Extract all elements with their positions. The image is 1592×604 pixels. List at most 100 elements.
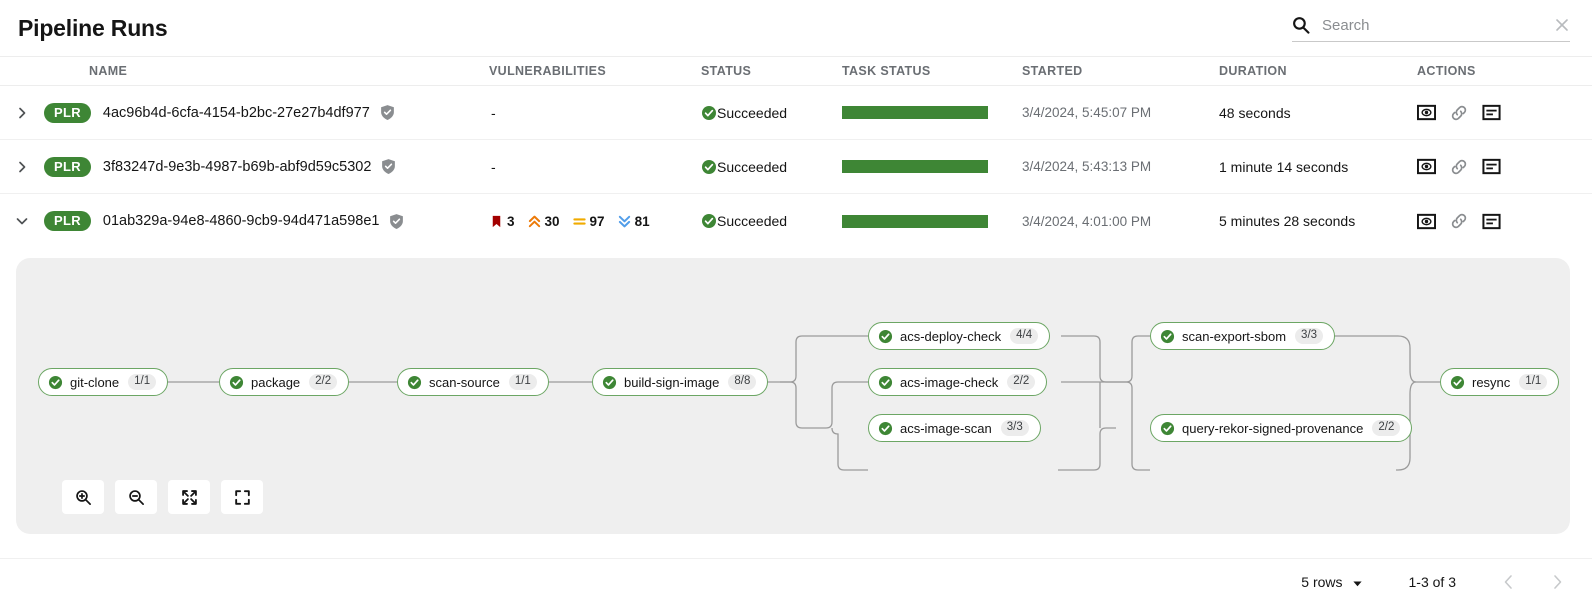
graph-node-query-rekor-signed-provenance[interactable]: query-rekor-signed-provenance 2/2 [1150,414,1413,442]
run-name-cell[interactable]: PLR 4ac96b4d-6cfa-4154-b2bc-27e27b4df977 [44,102,489,123]
graph-node-label: scan-source [429,374,500,390]
fullscreen-button[interactable] [221,480,263,514]
graph-node-acs-image-scan[interactable]: acs-image-scan 3/3 [868,414,1041,442]
vulnerabilities-cell: - [489,105,701,121]
check-circle-icon [878,375,893,390]
shield-check-icon [379,104,396,121]
search-bar[interactable] [1292,10,1570,42]
graph-node-label: resync [1472,374,1511,390]
task-status-bar [842,106,988,119]
view-output-icon[interactable] [1416,103,1437,122]
shield-check-icon [388,213,405,230]
rows-per-page-label: 5 rows [1301,573,1343,590]
logs-icon[interactable] [1482,157,1501,176]
column-header-task-status: TASK STATUS [842,64,931,78]
actions-cell [1416,211,1592,231]
severity-important-icon [527,214,542,229]
check-circle-icon [878,421,893,436]
graph-node-resync[interactable]: resync 1/1 [1440,368,1560,396]
link-icon[interactable] [1449,157,1469,177]
rows-per-page-select[interactable]: 5 rows [1301,574,1362,590]
chevron-down-icon [15,214,29,228]
graph-node-label: acs-image-scan [900,420,992,436]
run-name-cell[interactable]: PLR 3f83247d-9e3b-4987-b69b-abf9d59c5302 [44,156,489,177]
task-status-bar [842,160,988,173]
vulnerability-important-count: 30 [544,213,560,229]
zoom-in-button[interactable] [62,480,104,514]
fit-view-button[interactable] [168,480,210,514]
vulnerability-critical: 3 [489,214,515,229]
next-page-button[interactable] [1548,573,1566,591]
table-row[interactable]: PLR 4ac96b4d-6cfa-4154-b2bc-27e27b4df977… [0,86,1592,140]
graph-node-acs-image-check[interactable]: acs-image-check 2/2 [868,368,1048,396]
close-icon[interactable] [1554,17,1570,33]
graph-node-count: 1/1 [128,374,157,390]
pipeline-graph-panel[interactable]: git-clone 1/1 package 2/2 scan-source 1/… [16,258,1570,534]
chevron-right-icon [15,106,29,120]
table-footer: 5 rows 1-3 of 3 [0,558,1592,604]
graph-node-git-clone[interactable]: git-clone 1/1 [38,368,169,396]
table-row[interactable]: PLR 3f83247d-9e3b-4987-b69b-abf9d59c5302… [0,140,1592,194]
graph-node-package[interactable]: package 2/2 [219,368,350,396]
graph-node-count: 2/2 [1372,420,1401,436]
duration-cell: 5 minutes 28 seconds [1219,213,1417,229]
check-circle-icon [1450,375,1465,390]
graph-node-count: 3/3 [1000,420,1029,436]
vulnerability-moderate: 97 [572,214,605,229]
status-cell: Succeeded [701,213,842,229]
page-header: Pipeline Runs [0,0,1592,56]
started-cell: 3/4/2024, 5:43:13 PM [1022,159,1219,174]
logs-icon[interactable] [1482,103,1501,122]
zoom-out-icon [128,489,145,506]
link-icon[interactable] [1449,103,1469,123]
vulnerability-important: 30 [527,214,560,229]
logs-icon[interactable] [1482,212,1501,231]
row-expand-toggle[interactable] [0,160,44,174]
column-header-name: NAME [89,64,128,78]
check-circle-icon [48,375,63,390]
graph-node-label: scan-export-sbom [1182,328,1287,344]
run-name-link[interactable]: 4ac96b4d-6cfa-4154-b2bc-27e27b4df977 [102,104,370,121]
graph-node-label: acs-image-check [900,374,999,390]
vulnerabilities-empty: - [491,158,496,175]
table-row[interactable]: PLR 01ab329a-94e8-4860-9cb9-94d471a598e1… [0,194,1592,248]
column-header-duration: DURATION [1219,64,1287,78]
previous-page-button[interactable] [1500,573,1518,591]
duration-cell: 1 minute 14 seconds [1219,159,1417,175]
search-input[interactable] [1322,16,1554,34]
status-label: Succeeded [717,104,788,121]
row-expand-toggle[interactable] [0,106,44,120]
row-expand-toggle[interactable] [0,214,44,228]
plr-badge: PLR [44,211,91,231]
task-status-cell [842,214,1022,228]
run-name-cell[interactable]: PLR 01ab329a-94e8-4860-9cb9-94d471a598e1 [44,211,489,231]
started-cell: 3/4/2024, 4:01:00 PM [1022,214,1219,229]
duration-value: 5 minutes 28 seconds [1219,213,1356,229]
column-header-status: STATUS [701,64,752,78]
column-header-actions: ACTIONS [1417,64,1476,78]
view-output-icon[interactable] [1416,157,1437,176]
check-circle-icon [407,375,422,390]
vulnerabilities-cell: 3 30 97 81 [489,214,701,229]
graph-node-count: 2/2 [1007,374,1036,390]
graph-node-scan-source[interactable]: scan-source 1/1 [397,368,549,396]
zoom-out-button[interactable] [115,480,157,514]
run-name-link[interactable]: 3f83247d-9e3b-4987-b69b-abf9d59c5302 [102,158,372,175]
check-circle-icon [878,329,893,344]
duration-value: 48 seconds [1219,104,1291,121]
check-circle-icon [701,159,717,175]
task-status-bar [842,214,988,228]
status-cell: Succeeded [701,105,842,121]
graph-node-scan-export-sbom[interactable]: scan-export-sbom 3/3 [1150,322,1336,350]
graph-node-label: git-clone [70,374,120,390]
link-icon[interactable] [1449,211,1469,231]
graph-node-build-sign-image[interactable]: build-sign-image 8/8 [592,368,769,396]
view-output-icon[interactable] [1416,212,1437,231]
check-circle-icon [701,105,717,121]
status-label: Succeeded [717,213,788,229]
graph-node-acs-deploy-check[interactable]: acs-deploy-check 4/4 [868,322,1051,350]
run-name-link[interactable]: 01ab329a-94e8-4860-9cb9-94d471a598e1 [102,213,380,229]
chevron-right-icon [15,160,29,174]
zoom-in-icon [75,489,92,506]
status-cell: Succeeded [701,159,842,175]
